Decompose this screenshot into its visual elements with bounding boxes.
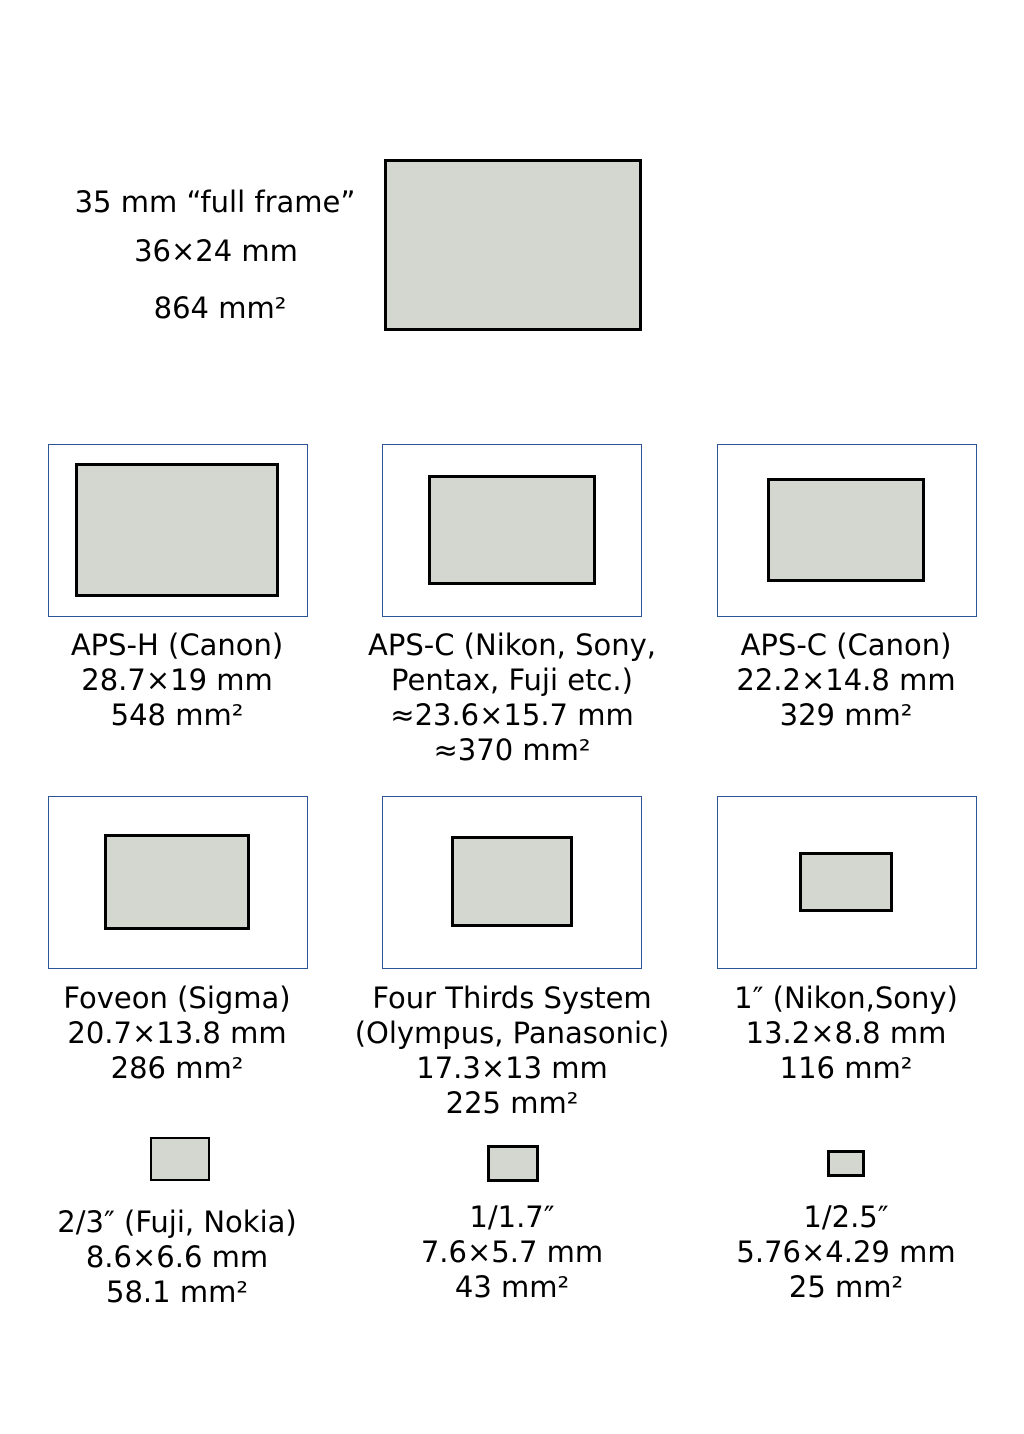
sensor-rect	[799, 852, 893, 912]
sensor-label-line: 116 mm²	[779, 1051, 913, 1085]
sensor-label-line: 8.6×6.6 mm	[85, 1240, 269, 1274]
sensor-rect	[428, 475, 596, 585]
sensor-label-line: APS-H (Canon)	[70, 628, 284, 662]
sensor-label: APS-C (Nikon, Sony,Pentax, Fuji etc.)≈23…	[332, 628, 692, 768]
sensor-label-line: 1/2.5″	[803, 1200, 889, 1234]
sensor-label-line: 225 mm²	[445, 1086, 579, 1120]
sensor-label-line: 22.2×14.8 mm	[736, 663, 956, 697]
sensor-rect	[150, 1137, 210, 1181]
sensor-label-line: Foveon (Sigma)	[63, 981, 291, 1015]
sensor-label-line: 58.1 mm²	[106, 1275, 248, 1309]
sensor-label-line: 2/3″ (Fuji, Nokia)	[57, 1205, 297, 1239]
sensor-label-line: (Olympus, Panasonic)	[354, 1016, 670, 1050]
sensor-label-line: 1/1.7″	[469, 1200, 555, 1234]
sensor-label-line: ≈23.6×15.7 mm	[390, 698, 634, 732]
sensor-rect	[487, 1145, 539, 1182]
sensor-label-line: APS-C (Canon)	[740, 628, 952, 662]
sensor-label-line: 20.7×13.8 mm	[67, 1016, 287, 1050]
full-frame-sensor	[384, 159, 642, 331]
sensor-rect	[451, 836, 573, 927]
sensor-rect	[827, 1150, 865, 1177]
full-frame-name: 35 mm “full frame”	[74, 185, 356, 219]
sensor-label-line: APS-C (Nikon, Sony,	[368, 628, 656, 662]
sensor-label-line: 43 mm²	[454, 1270, 570, 1304]
sensor-label-line: 1″ (Nikon,Sony)	[734, 981, 958, 1015]
sensor-label-line: Pentax, Fuji etc.)	[391, 663, 633, 697]
sensor-label-line: 286 mm²	[110, 1051, 244, 1085]
sensor-label-line: Four Thirds System	[372, 981, 652, 1015]
sensor-label-line: 7.6×5.7 mm	[420, 1235, 604, 1269]
sensor-rect	[104, 834, 250, 930]
sensor-label-line: 13.2×8.8 mm	[745, 1016, 947, 1050]
sensor-label: Four Thirds System(Olympus, Panasonic)17…	[332, 981, 692, 1121]
full-frame-dimensions: 36×24 mm	[134, 234, 298, 268]
sensor-label-line: 548 mm²	[110, 698, 244, 732]
sensor-label-line: 17.3×13 mm	[416, 1051, 608, 1085]
sensor-label-line: 28.7×19 mm	[81, 663, 273, 697]
sensor-label-line: ≈370 mm²	[433, 733, 591, 767]
sensor-label-line: 329 mm²	[779, 698, 913, 732]
sensor-label-line: 5.76×4.29 mm	[736, 1235, 956, 1269]
sensor-rect	[75, 463, 279, 597]
full-frame-area: 864 mm²	[153, 291, 287, 325]
sensor-label-line: 25 mm²	[788, 1270, 904, 1304]
sensor-rect	[767, 478, 925, 582]
